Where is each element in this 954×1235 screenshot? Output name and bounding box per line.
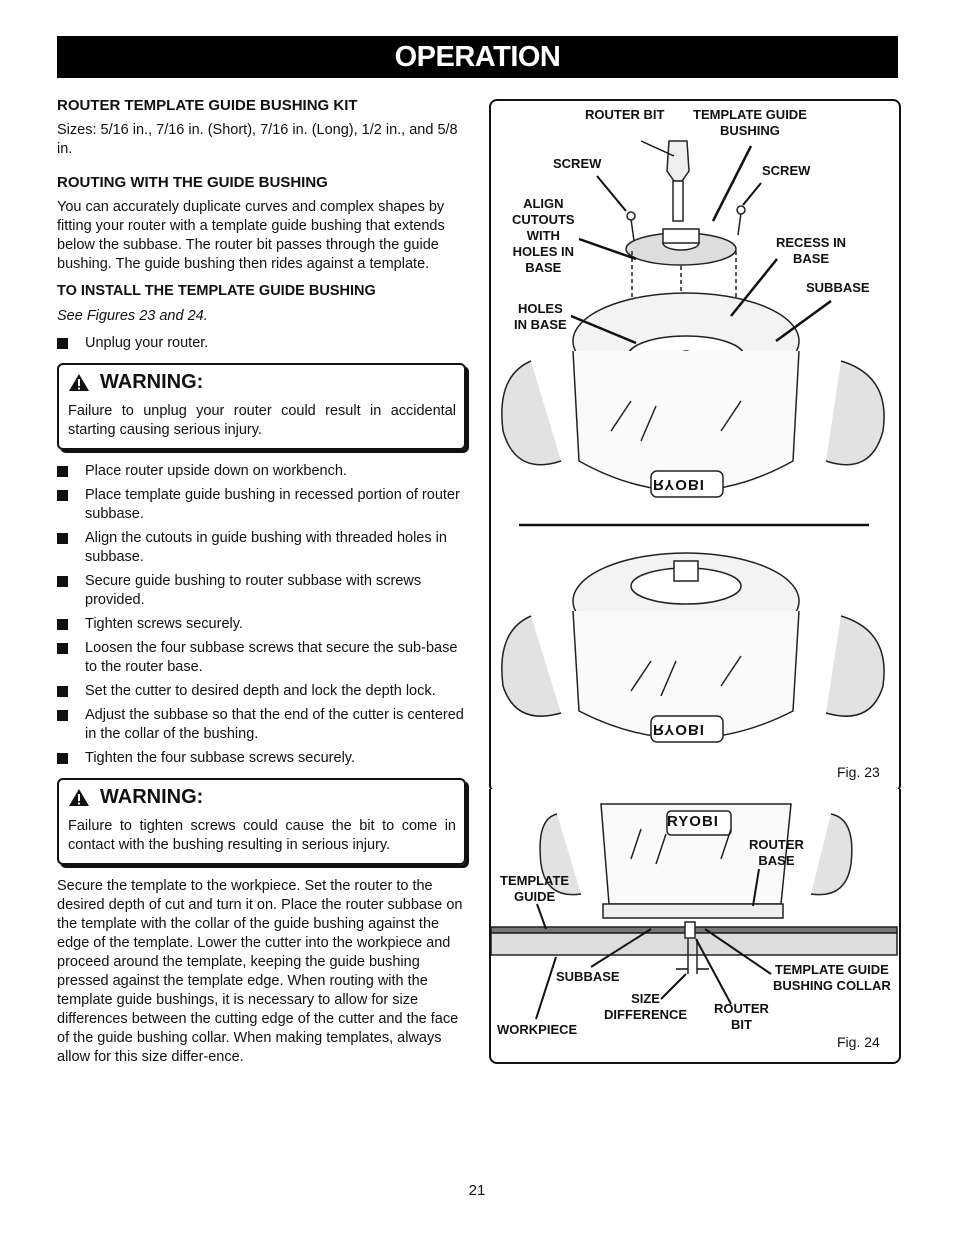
install-steps: Place router upside down on workbench. P…	[57, 462, 466, 768]
warning-box-screws: WARNING: Failure to tighten screws could…	[57, 778, 466, 865]
router-side-illustration	[491, 803, 898, 1020]
closing-text: Secure the template to the workpiece. Se…	[57, 878, 463, 1065]
page-header: OPERATION	[57, 36, 898, 78]
list-item: Secure guide bushing to router subbase w…	[57, 572, 466, 610]
routing-text: You can accurately duplicate curves and …	[57, 199, 445, 272]
list-item: Adjust the subbase so that the end of th…	[57, 706, 466, 744]
list-item: Tighten the four subbase screws securely…	[57, 749, 466, 768]
warning-title: WARNING:	[100, 371, 204, 393]
label-workpiece: WORKPIECE	[497, 1022, 578, 1037]
left-column: ROUTER TEMPLATE GUIDE BUSHING KIT Sizes:…	[57, 96, 466, 1075]
bullet-icon	[57, 643, 68, 654]
warning-box-unplug: WARNING: Failure to unplug your router c…	[57, 363, 466, 450]
ryobi-logo: RYOBI	[653, 476, 705, 493]
label-recess-in-base: RECESS IN BASE	[776, 235, 847, 266]
bullet-icon	[57, 686, 68, 697]
label-holes-in-base: HOLES IN BASE	[514, 301, 567, 332]
label-template-guide: TEMPLATE GUIDE	[500, 873, 570, 904]
see-figures: See Figures 23 and 24.	[57, 308, 208, 324]
bullet-icon	[57, 338, 68, 349]
label-screw-right: SCREW	[762, 163, 811, 178]
label-template-guide-bushing: TEMPLATE GUIDE BUSHING	[693, 107, 807, 138]
bullet-icon	[57, 576, 68, 587]
bullet-icon	[57, 619, 68, 630]
warning-text: Failure to tighten screws could cause th…	[68, 818, 456, 853]
label-router-bit: ROUTER BIT	[585, 107, 665, 122]
ryobi-logo: RYOBI	[667, 813, 719, 830]
kit-sizes: Sizes: 5/16 in., 7/16 in. (Short), 7/16 …	[57, 122, 458, 157]
label-align-cutouts: ALIGN CUTOUTS WITH HOLES IN BASE	[512, 196, 575, 275]
bullet-icon	[57, 710, 68, 721]
bullet-icon	[57, 466, 68, 477]
bullet-icon	[57, 490, 68, 501]
warning-text: Failure to unplug your router could resu…	[68, 403, 456, 438]
list-item: Align the cutouts in guide bushing with …	[57, 529, 466, 567]
label-router-base: ROUTER BASE	[749, 837, 804, 868]
kit-heading: ROUTER TEMPLATE GUIDE BUSHING KIT	[57, 97, 358, 114]
label-size-difference: SIZE DIFFERENCE	[604, 991, 688, 1022]
label-template-guide-bushing-collar: TEMPLATE GUIDE BUSHING COLLAR	[773, 962, 891, 993]
warning-triangle-icon	[69, 789, 89, 806]
page-title: OPERATION	[394, 41, 561, 73]
bullet-icon	[57, 753, 68, 764]
figure-caption: Fig. 24	[837, 1034, 880, 1050]
unplug-list: Unplug your router.	[57, 334, 466, 353]
label-subbase: SUBBASE	[556, 969, 620, 984]
warning-title: WARNING:	[100, 786, 204, 808]
figure-caption: Fig. 23	[837, 764, 880, 780]
router-exploded-illustration	[501, 140, 885, 743]
list-item: Loosen the four subbase screws that secu…	[57, 639, 466, 677]
install-heading: TO INSTALL THE TEMPLATE GUIDE BUSHING	[57, 283, 376, 299]
list-item: Set the cutter to desired depth and lock…	[57, 682, 466, 701]
list-item: Place template guide bushing in recessed…	[57, 486, 466, 524]
figure-24: RYOBI ROUTER BASE TEMPLATE GUIDE SUBBASE…	[489, 789, 901, 1064]
page-number: 21	[468, 1182, 486, 1199]
routing-heading: ROUTING WITH THE GUIDE BUSHING	[57, 174, 328, 191]
label-screw-left: SCREW	[553, 156, 602, 171]
figure-23: ROUTER BIT TEMPLATE GUIDE BUSHING SCREW …	[489, 99, 901, 793]
label-router-bit: ROUTER BIT	[714, 1001, 769, 1032]
label-subbase: SUBBASE	[806, 280, 870, 295]
list-item: Tighten screws securely.	[57, 615, 466, 634]
warning-triangle-icon	[69, 374, 89, 391]
bullet-icon	[57, 533, 68, 544]
list-item: Place router upside down on workbench.	[57, 462, 466, 481]
list-item: Unplug your router.	[57, 334, 466, 353]
ryobi-logo: RYOBI	[653, 721, 705, 738]
